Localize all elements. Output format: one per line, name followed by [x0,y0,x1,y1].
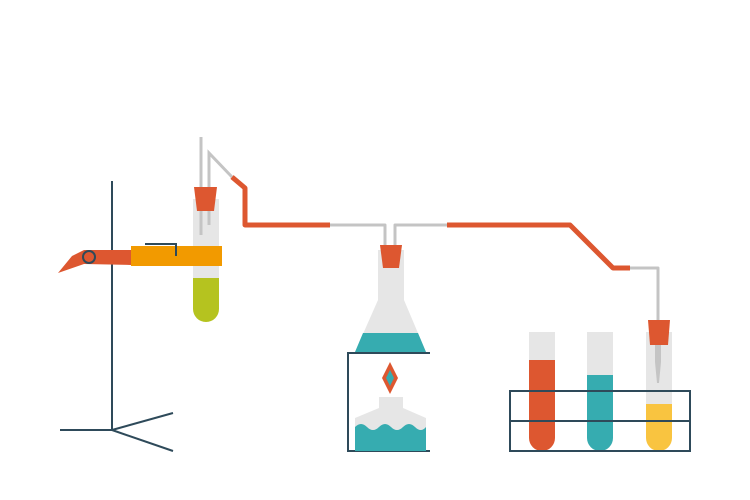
heated-test-tube [193,137,234,322]
flask-icon [355,245,426,352]
stopper-icon [194,187,217,211]
retort-stand-icon [60,181,174,452]
dropper-icon [655,345,661,383]
stopper-icon [380,245,402,268]
connecting-tubes [230,175,660,330]
burner-icon [347,352,430,452]
clamp-icon [58,243,222,273]
test-tube-rack-icon [509,320,691,452]
stopper-icon [648,320,670,345]
